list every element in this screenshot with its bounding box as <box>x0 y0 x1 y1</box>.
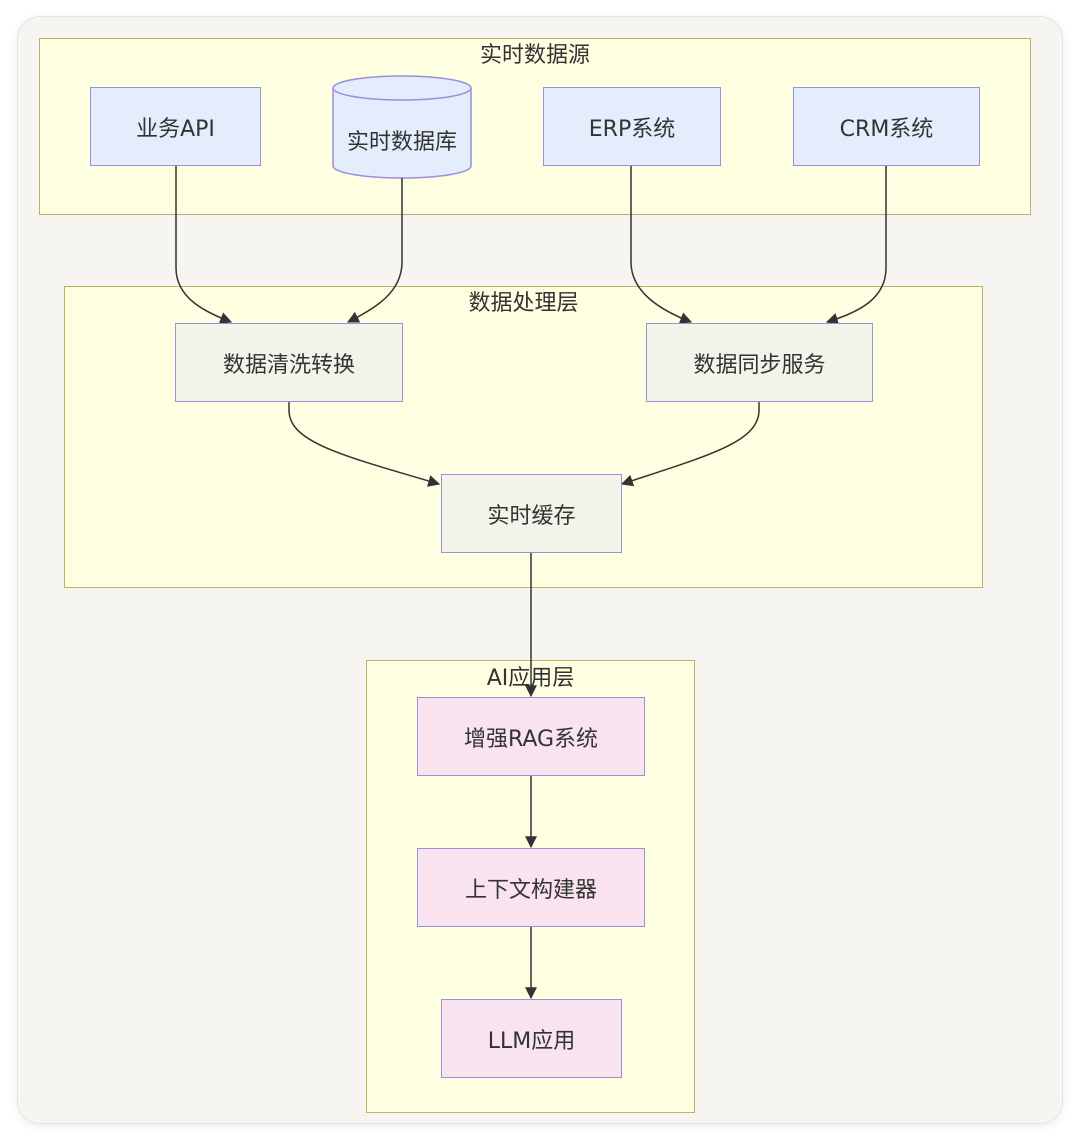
node-business-api[interactable]: 业务API <box>90 87 261 166</box>
node-crm-system[interactable]: CRM系统 <box>793 87 980 166</box>
node-data-sync[interactable]: 数据同步服务 <box>646 323 873 402</box>
node-llm-app[interactable]: LLM应用 <box>441 999 622 1078</box>
node-realtime-db-label: 实时数据库 <box>346 130 457 155</box>
node-erp-system[interactable]: ERP系统 <box>543 87 721 166</box>
group-title-ai: AI应用层 <box>486 666 575 691</box>
node-data-cleaning[interactable]: 数据清洗转换 <box>175 323 403 402</box>
node-context-builder[interactable]: 上下文构建器 <box>417 848 645 927</box>
group-title-processing: 数据处理层 <box>468 291 579 316</box>
group-title-sources: 实时数据源 <box>479 43 590 68</box>
node-realtime-cache[interactable]: 实时缓存 <box>441 474 622 553</box>
node-enhanced-rag[interactable]: 增强RAG系统 <box>417 697 645 776</box>
